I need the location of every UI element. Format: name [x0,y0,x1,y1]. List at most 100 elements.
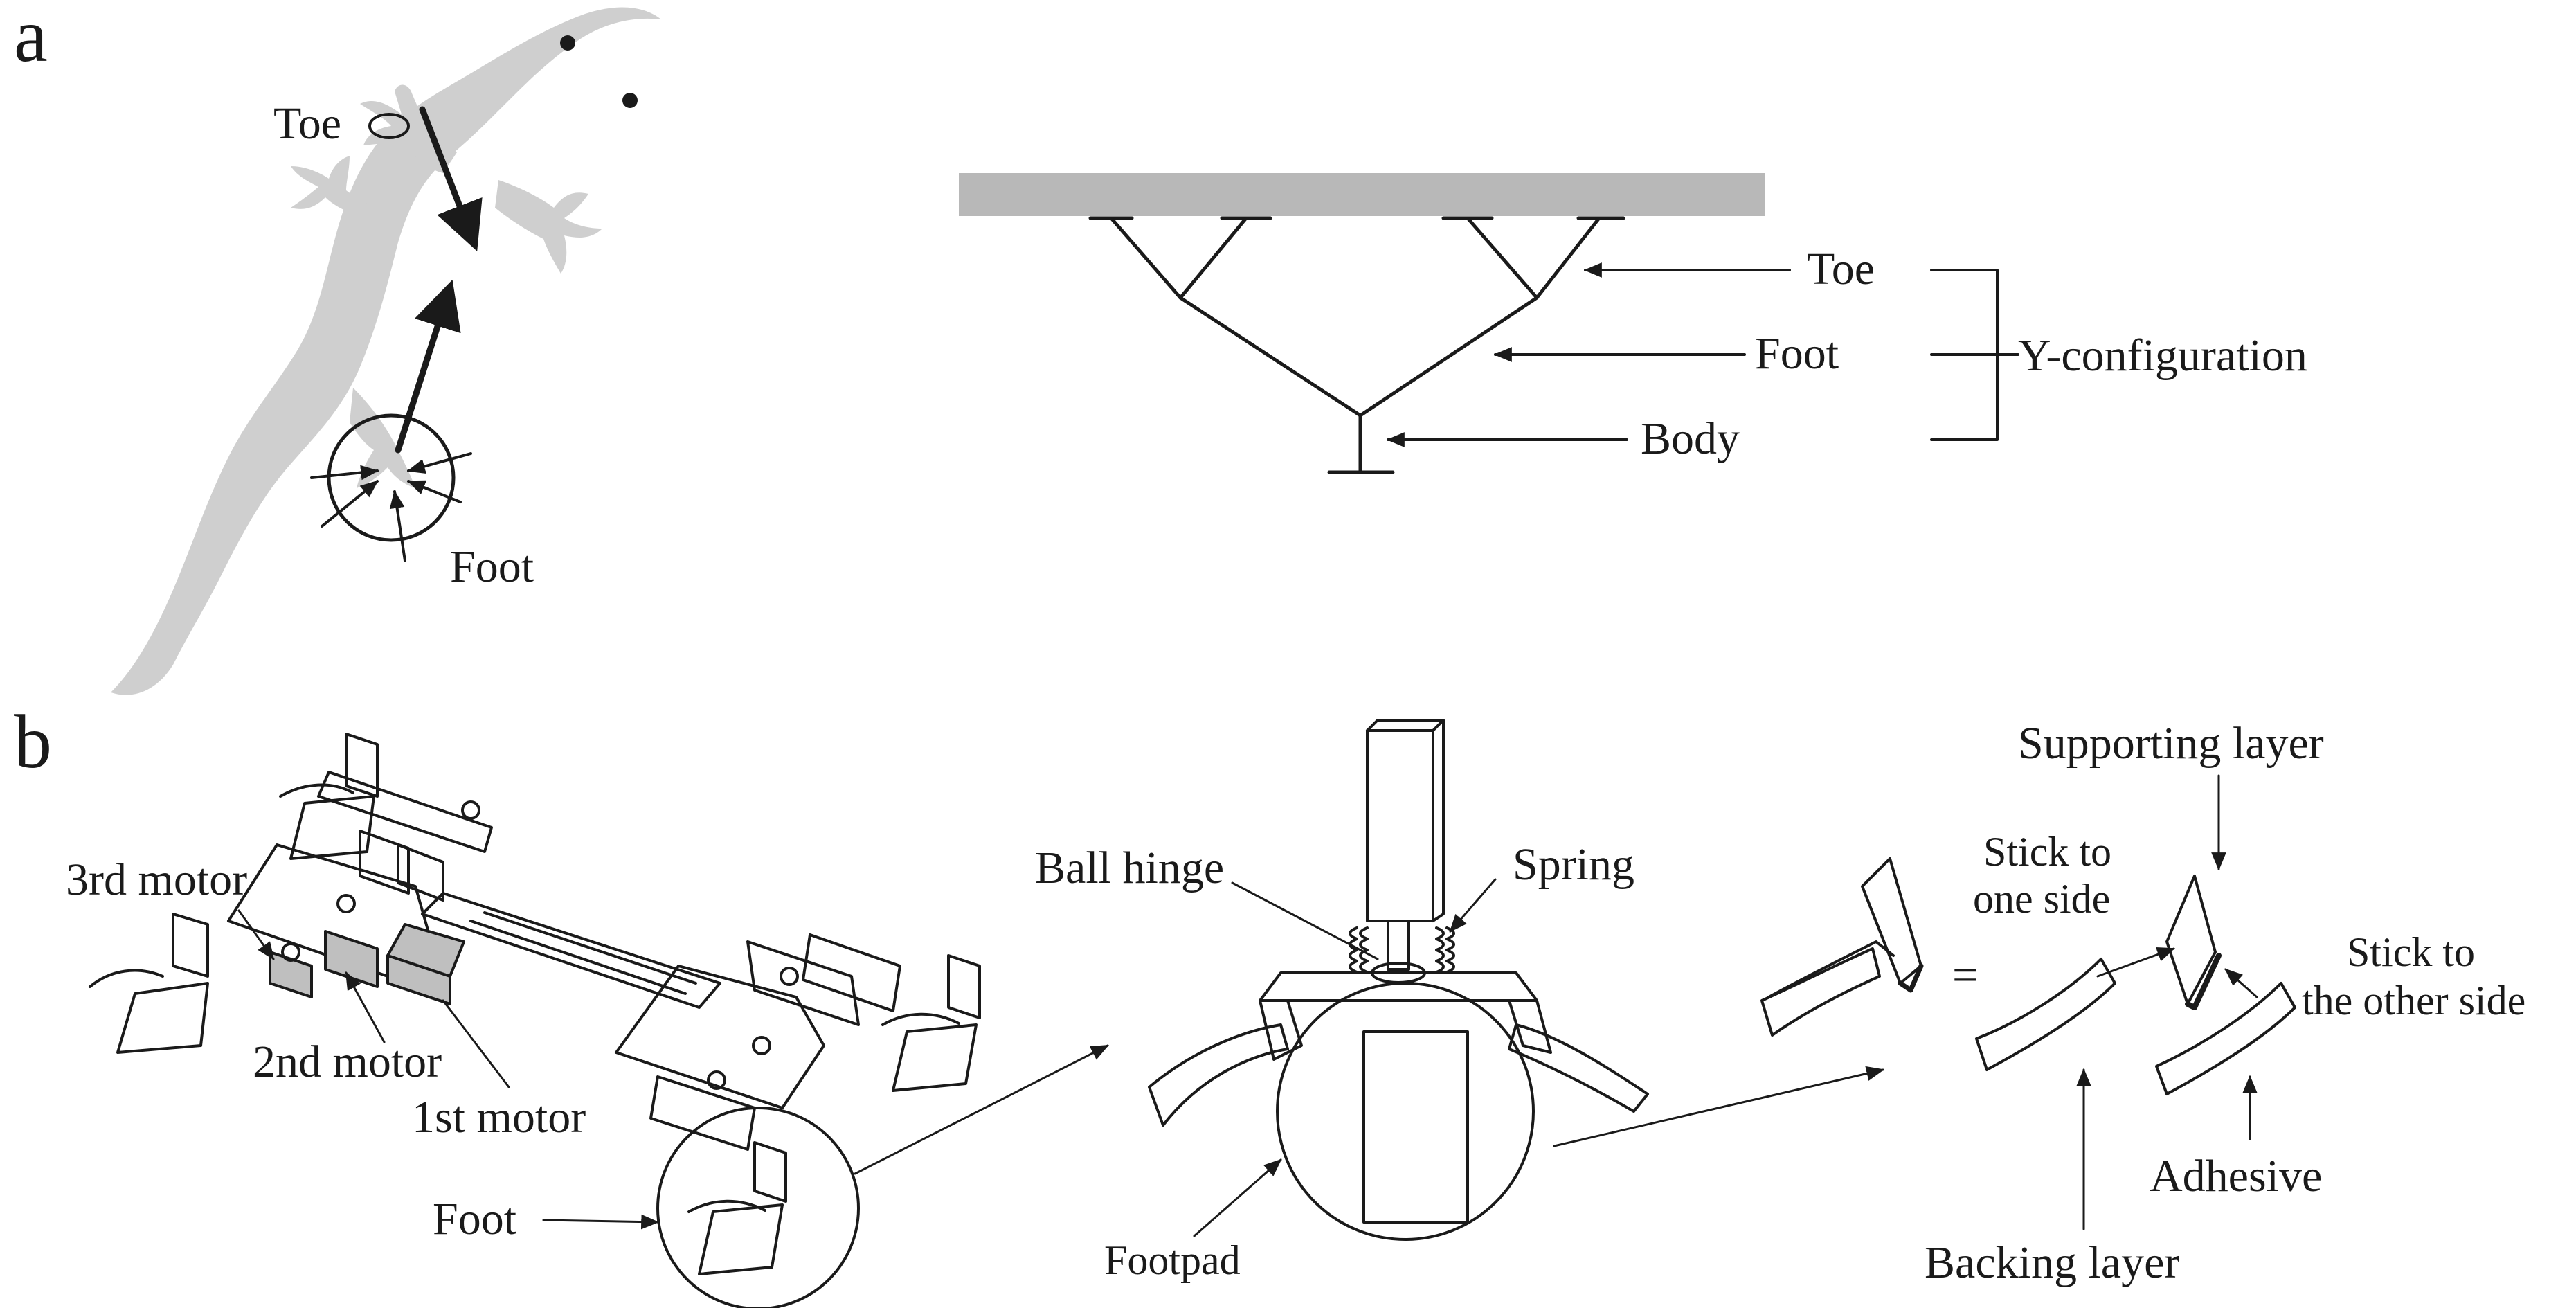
right-adhesive-strip [1508,1023,1649,1113]
foot-shaft [1366,729,1434,922]
gecko-lower-leg [350,388,415,488]
supporting-layer-label: Supporting layer [2018,718,2324,769]
robot-module-frame [359,830,410,895]
panel-a-letter: a [14,0,48,78]
stick-other-side-label-line2: the other side [2302,978,2525,1023]
foot-branch [1358,296,1539,418]
y-configuration-schematic [959,173,2019,474]
radial-arrow [321,480,379,528]
toe-branch [1109,216,1182,300]
gecko-upper-right-leg [495,180,602,274]
second-motor-block [324,930,379,988]
gecko-illustration [111,7,661,695]
robot-module-frame [317,771,493,853]
robot-joint [461,800,480,820]
adhesive-layer-shape [2155,982,2296,1095]
robot-joint [780,967,799,986]
gecko-toe-label: Toe [273,98,341,149]
robot-foot-fin [89,969,164,988]
robot-spine-rail [483,911,697,985]
toe-branch [1178,216,1248,300]
footpad-label: Footpad [1104,1237,1241,1283]
first-motor-pointer [442,999,510,1088]
y-body-label: Body [1641,413,1740,464]
robot-rear-module [615,965,825,1109]
gecko-body [111,7,661,695]
spring-pointer [1449,878,1497,933]
footpad-circle [1276,982,1535,1241]
footpad-clamp-left [1259,999,1303,1061]
y-configuration-label: Y-configuration [2018,330,2307,381]
radial-arrow [406,480,462,503]
radial-arrow [310,465,379,481]
robot-foot-label: Foot [433,1194,516,1244]
left-adhesive-strip [1148,1023,1289,1127]
robot-foot-highlight-circle [656,1107,860,1308]
robot-foot-fin [279,783,354,798]
robot-joint [336,894,356,913]
left-spring [1349,926,1369,974]
robot-module-frame [397,843,444,902]
toe-marker-ellipse [368,113,410,139]
foot-force-arrow [395,279,461,454]
stick-one-side-label-line2: one side [1973,876,2110,922]
robot-foot-pad [892,1023,978,1092]
first-motor-block-face [386,954,451,1005]
robot-module-frame [649,1075,756,1151]
robot-spine [421,892,721,1009]
toe-force-arrow [419,106,483,251]
robot-illustration [89,733,981,1308]
robot-leg [753,1141,787,1203]
third-motor-block [269,951,313,998]
spring-label: Spring [1513,839,1634,890]
supporting-layer-edge [2185,953,2222,1010]
foot-zoom-arrow [854,1044,1109,1175]
second-motor-pointer [345,971,386,1043]
radial-arrow [406,452,472,474]
foot-shaft-top [1366,719,1445,922]
third-motor-pointer [237,909,275,960]
backing-layer-shape [1975,958,2116,1071]
gecko-foot-label: Foot [450,541,534,592]
footpad-rectangle [1362,1030,1469,1224]
combined-pad-backing [1861,857,1922,985]
combined-pad [1760,947,1881,1037]
gecko-eye-1 [560,35,575,51]
stick-other-side-label-line1: Stick to [2347,929,2475,975]
ball-hinge-label: Ball hinge [1035,843,1224,893]
robot-foot-pad [289,795,375,860]
gecko-left-leg [291,156,388,222]
robot-foot-fin [881,1012,960,1026]
gecko-foot-circle [327,413,456,542]
foot-detail-illustration [1148,719,1649,1241]
first-motor-label: 1st motor [412,1092,586,1143]
robot-foot-pad [116,982,209,1054]
footpad-clamp-right [1508,999,1552,1054]
stick-one-side-label-line1: Stick to [1983,829,2111,875]
supporting-layer-shape [2165,875,2217,1005]
backing-layer-label: Backing layer [1925,1237,2179,1288]
stick-one-side-pointer [2096,947,2176,978]
robot-module-frame [746,940,860,1026]
footpad-pointer [1193,1158,1282,1237]
robot-spine-rail [469,920,687,995]
robot-foot-fin [687,1199,766,1213]
toe-branch [1535,216,1601,300]
second-motor-label: 2nd motor [253,1037,442,1087]
combined-pad-strip [1767,940,1895,998]
y-foot-label: Foot [1755,328,1839,379]
gecko-eye-2 [622,93,638,108]
equals-sign: = [1952,950,1978,1001]
ball-hinge-stem [1387,920,1410,971]
robot-foot-pad [698,1203,784,1275]
combined-pad-backing-edge [1898,963,1924,993]
contact-surface [959,173,1765,216]
robot-leg [172,913,209,978]
toe-branch [1466,216,1539,300]
y-configuration-bracket [1930,269,2019,441]
robot-joint [281,942,300,962]
robot-joint [752,1036,771,1055]
foot-branch [1178,296,1362,418]
robot-leg [345,733,379,798]
